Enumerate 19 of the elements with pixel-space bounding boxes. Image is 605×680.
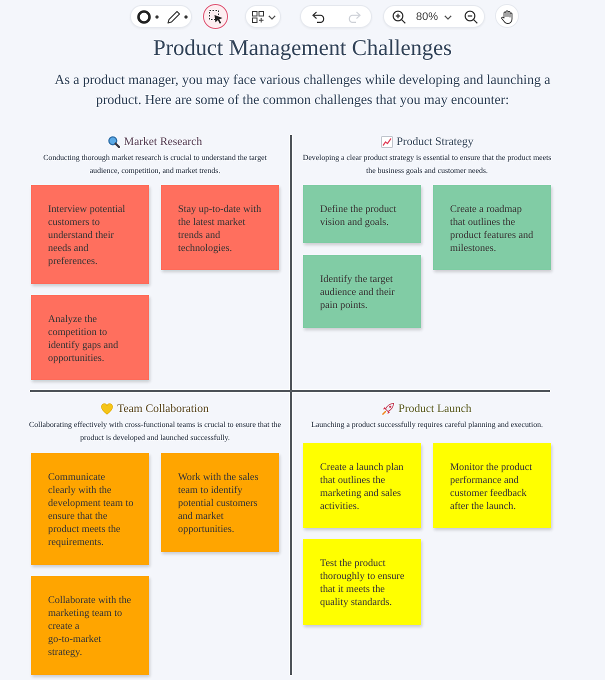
sticky-note: Define the product vision and goals.	[303, 185, 421, 243]
sticky-note: Stay up-to-date with the latest market trends and technologies.	[161, 185, 279, 270]
sticky-note: Communicate clearly with the development team to ensure that the product meets the requirements.	[31, 453, 149, 565]
sticky-note: Test the product thoroughly to ensure that it meets the quality standards.	[303, 539, 421, 625]
title: Product Management Challenges	[153, 34, 452, 62]
sticky-note: Collaborate with the marketing team to create a go-to-market strategy.	[31, 576, 149, 675]
sticky-note: Interview potential customers to understand their needs and preferences.	[31, 185, 149, 284]
section-heading: Product Launch	[398, 402, 472, 417]
section-heading: Product Strategy	[396, 135, 474, 150]
sticky-note: Monitor the product performance and customer feedback after the launch.	[433, 443, 551, 528]
zoom-level-dropdown: 80%	[416, 9, 452, 25]
sticky-note: Work with the sales team to identify potential customers and market opportunities.	[161, 453, 279, 552]
sticky-note: Identify the target audience and their pain points.	[303, 255, 421, 328]
subtitle: As a product manager, you may face various challenges while developing and launching a product. Here are some of the common challenges that you may encounter:	[54, 71, 552, 109]
sticky-note: Create a launch plan that outlines the marketing and sales activities.	[303, 443, 421, 528]
sticky-note: Analyze the competition to identify gaps and opportunities.	[31, 295, 149, 380]
sticky-note: Create a roadmap that outlines the product features and milestones.	[433, 185, 551, 270]
section-heading: Market Research	[124, 135, 202, 150]
section-heading: Team Collaboration	[117, 402, 209, 417]
